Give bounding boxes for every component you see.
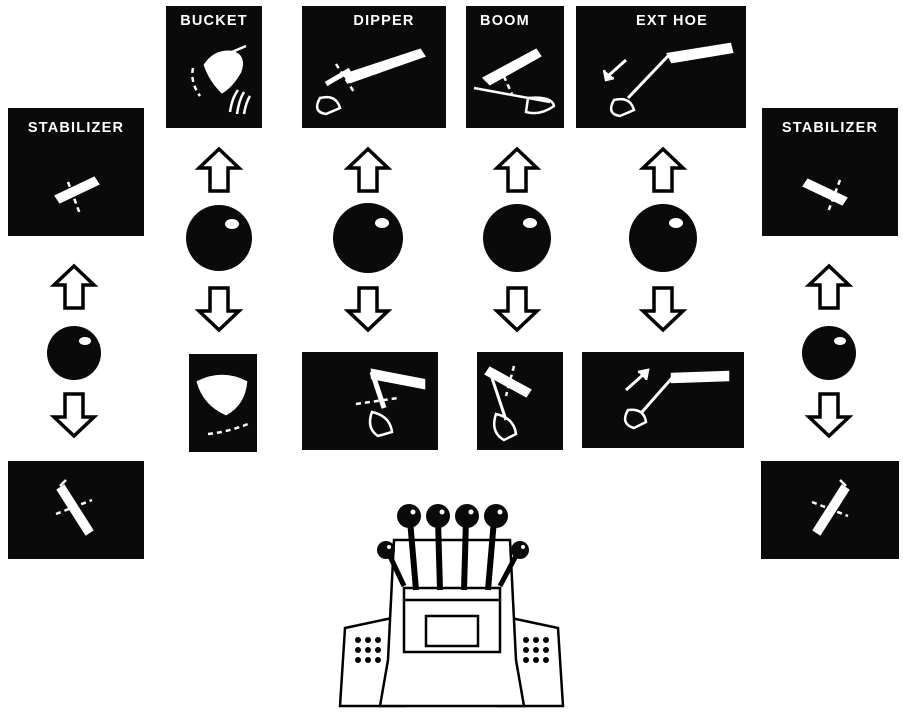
boom-down-arrow-icon	[497, 288, 537, 330]
stabilizer-right-panel: STABILIZER	[762, 108, 898, 236]
bucket-dump-panel	[189, 354, 257, 452]
stabilizer-right-label: STABILIZER	[782, 120, 878, 136]
stabilizer-left-up-arrow-icon	[54, 266, 94, 308]
bucket-joystick-knob-icon	[186, 205, 252, 271]
knob-highlight	[834, 337, 846, 345]
boom-label: BOOM	[480, 13, 530, 29]
boom-panel: BOOM	[466, 6, 564, 128]
stabilizer-left-joystick-knob-icon	[47, 326, 101, 380]
stabilizer-left-down-panel	[8, 461, 144, 559]
bucket-panel: BUCKET	[166, 6, 262, 128]
dipper-up-arrow-icon	[348, 149, 388, 191]
knob-highlight	[79, 337, 91, 345]
boom-down-panel	[477, 352, 563, 450]
ext-hoe-up-arrow-icon	[643, 149, 683, 191]
stabilizer-right-down-arrow-icon	[809, 394, 849, 436]
boom-up-arrow-icon	[497, 149, 537, 191]
dipper-label: DIPPER	[353, 13, 414, 29]
ext-hoe-retract-panel	[582, 352, 744, 448]
dipper-joystick-knob-icon	[333, 203, 403, 273]
knob-highlight	[225, 219, 239, 229]
ext-hoe-down-arrow-icon	[643, 288, 683, 330]
dipper-panel: DIPPER	[302, 6, 446, 128]
stabilizer-right-up-arrow-icon	[809, 266, 849, 308]
stabilizer-left-down-arrow-icon	[54, 394, 94, 436]
knob-highlight	[669, 218, 683, 228]
stabilizer-left-panel: STABILIZER	[8, 108, 144, 236]
dipper-out-panel	[302, 352, 438, 450]
knob-highlight	[523, 218, 537, 228]
ext-hoe-label: EXT HOE	[636, 13, 708, 29]
dipper-down-arrow-icon	[348, 288, 388, 330]
boom-joystick-knob-icon	[483, 204, 551, 272]
bucket-label: BUCKET	[180, 13, 248, 29]
bucket-down-arrow-icon	[199, 288, 239, 330]
stabilizer-right-joystick-knob-icon	[802, 326, 856, 380]
bucket-up-arrow-icon	[199, 149, 239, 191]
ext-hoe-joystick-knob-icon	[629, 204, 697, 272]
control-console-icon	[340, 504, 563, 706]
stabilizer-left-label: STABILIZER	[28, 120, 124, 136]
knob-highlight	[375, 218, 389, 228]
stabilizer-right-down-panel	[761, 461, 899, 559]
ext-hoe-panel: EXT HOE	[576, 6, 746, 128]
